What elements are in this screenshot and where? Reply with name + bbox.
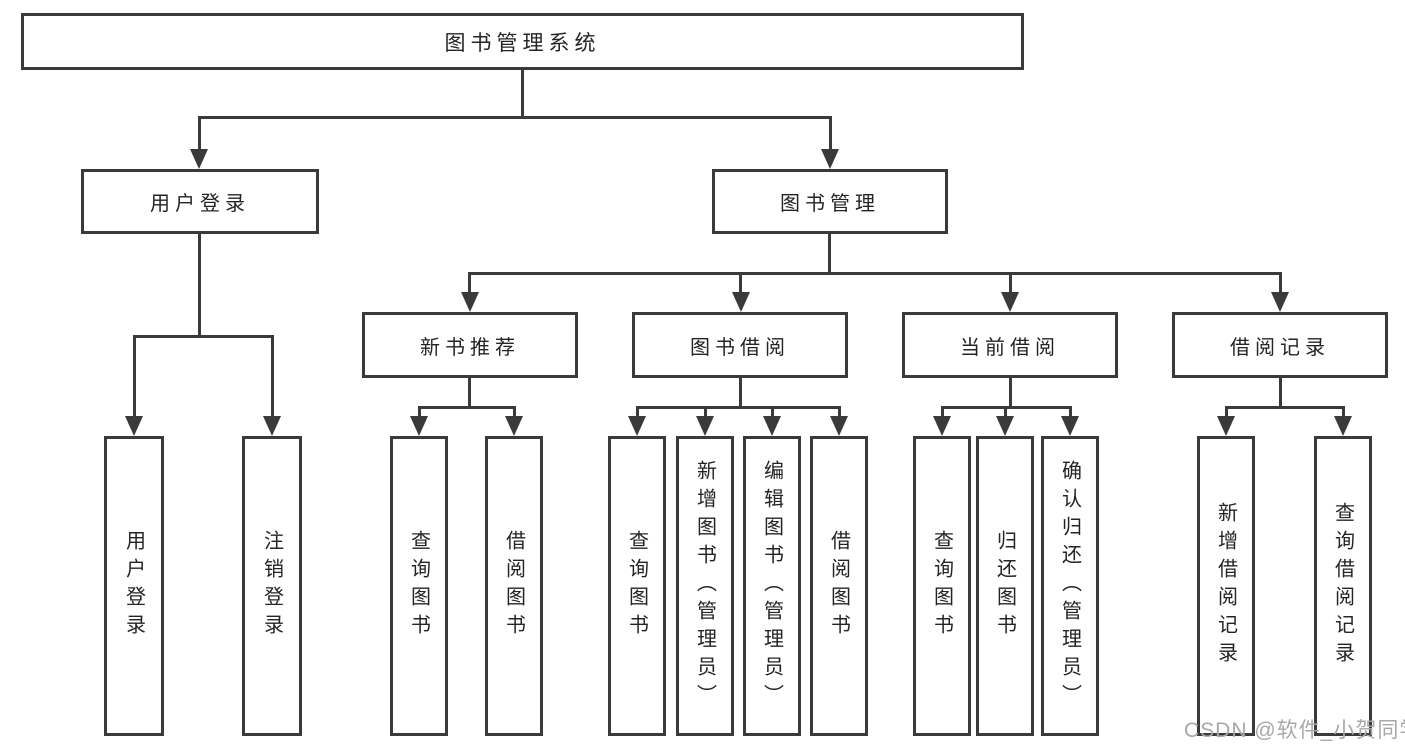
connector-arrowhead <box>628 416 646 436</box>
connector-line <box>1224 405 1345 409</box>
leaf-add-borrow-record: 新增借阅记录 <box>1197 436 1255 736</box>
connector-arrowhead <box>996 416 1014 436</box>
connector-line <box>770 407 774 418</box>
leaf-logout: 注销登录 <box>242 436 302 736</box>
connector-line <box>940 407 944 418</box>
connector-line <box>635 407 639 418</box>
leaf-add-book-admin: 新增图书（管理员） <box>676 436 734 736</box>
connector-line <box>468 377 471 409</box>
node-current-borrow: 当前借阅 <box>902 312 1118 378</box>
leaf-user-login: 用户登录 <box>104 436 164 736</box>
leaf-return-book: 归还图书 <box>976 436 1034 736</box>
leaf-confirm-return-admin: 确认归还（管理员） <box>1041 436 1099 736</box>
connector-arrowhead <box>821 149 839 169</box>
connector-line <box>197 117 201 151</box>
connector-line <box>417 407 421 418</box>
connector-line <box>703 407 707 418</box>
connector-line <box>828 117 832 151</box>
connector-line <box>512 407 516 418</box>
watermark: CSDN @软件_小贺同学 <box>1184 719 1405 742</box>
connector-line <box>739 377 742 409</box>
connector-arrowhead <box>933 416 951 436</box>
connector-arrowhead <box>830 416 848 436</box>
connector-line <box>1224 407 1228 418</box>
connector-arrowhead <box>505 416 523 436</box>
connector-line <box>635 405 841 409</box>
connector-line <box>270 336 274 418</box>
connector-arrowhead <box>410 416 428 436</box>
connector-arrowhead <box>460 292 479 312</box>
connector-arrowhead <box>763 416 781 436</box>
connector-line <box>468 271 1282 275</box>
connector-arrowhead <box>1061 416 1079 436</box>
connector-arrowhead <box>190 149 208 169</box>
connector-arrowhead <box>1271 292 1289 312</box>
node-root-system: 图书管理系统 <box>21 13 1024 70</box>
connector-line <box>837 407 841 418</box>
connector-line <box>1278 273 1282 294</box>
node-borrow-records: 借阅记录 <box>1172 312 1388 378</box>
connector-line <box>1008 377 1012 409</box>
connector-line <box>1003 407 1007 418</box>
connector-line <box>828 233 831 275</box>
leaf-recommend-query-book: 查询图书 <box>390 436 448 736</box>
connector-arrowhead <box>1334 416 1352 436</box>
connector-arrowhead <box>1217 416 1235 436</box>
leaf-borrow-book: 借阅图书 <box>810 436 868 736</box>
node-new-book-recommend: 新书推荐 <box>362 312 578 378</box>
connector-line <box>132 334 274 338</box>
node-user-login: 用户登录 <box>81 169 319 234</box>
leaf-recommend-borrow-book: 借阅图书 <box>485 436 543 736</box>
connector-arrowhead <box>696 416 714 436</box>
leaf-current-query-book: 查询图书 <box>913 436 971 736</box>
node-book-borrow: 图书借阅 <box>632 312 848 378</box>
leaf-query-borrow-record: 查询借阅记录 <box>1314 436 1372 736</box>
connector-arrowhead <box>263 416 281 436</box>
connector-line <box>468 273 471 294</box>
connector-line <box>417 405 516 409</box>
node-book-management: 图书管理 <box>712 169 948 234</box>
connector-line <box>198 233 201 338</box>
connector-line <box>739 273 742 294</box>
connector-arrowhead <box>125 416 143 436</box>
leaf-borrow-query-book: 查询图书 <box>608 436 666 736</box>
connector-line <box>1008 273 1012 294</box>
connector-line <box>1068 407 1072 418</box>
connector-line <box>197 115 832 119</box>
connector-line <box>132 336 136 418</box>
connector-arrowhead <box>1001 292 1019 312</box>
connector-line <box>520 69 524 119</box>
connector-line <box>1278 377 1282 409</box>
leaf-edit-book-admin: 编辑图书（管理员） <box>743 436 801 736</box>
connector-line <box>1341 407 1345 418</box>
connector-arrowhead <box>731 292 750 312</box>
